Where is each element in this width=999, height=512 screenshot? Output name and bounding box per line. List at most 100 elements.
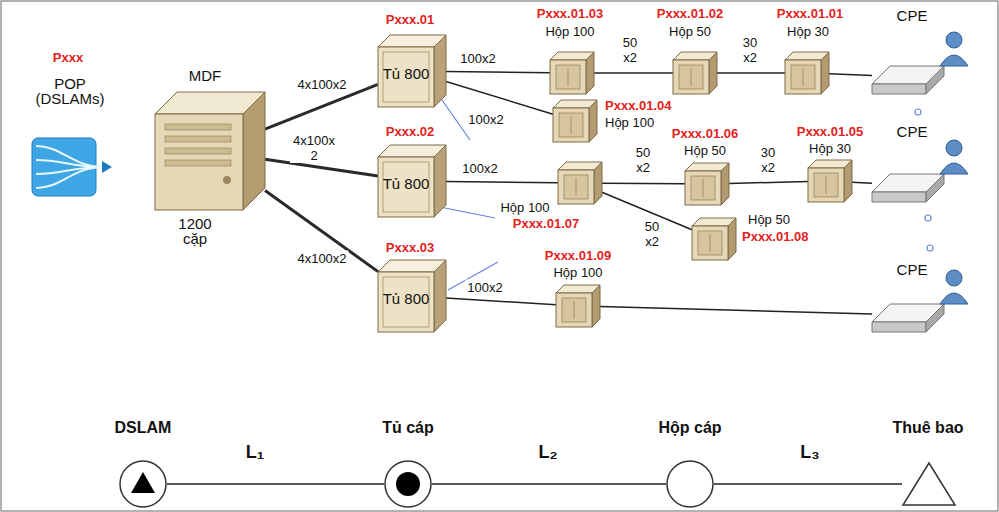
cable-line — [446, 81, 553, 114]
node-code: Pxxx.03 — [386, 240, 434, 255]
node-label: CPE — [897, 8, 928, 23]
network-node: Hộp 100Pxxx.01.07 — [558, 162, 602, 204]
cable-size: 100x2 — [458, 51, 497, 66]
guide-line — [440, 207, 495, 218]
cable-size: L₂ — [537, 442, 560, 462]
network-node: Tủ cáp — [384, 460, 432, 508]
network-node: CPE — [872, 168, 944, 202]
device-icon — [556, 285, 600, 327]
device-icon — [155, 92, 265, 210]
cable-line — [602, 182, 685, 184]
device-icon — [685, 163, 729, 205]
network-node: CPE — [872, 298, 944, 332]
node-code: Pxxx.01.09 — [545, 248, 612, 263]
network-node: Pxxx.01.06Hộp 50 — [685, 163, 729, 205]
node-label: Tủ 800 — [383, 176, 430, 191]
node-code: Pxxx — [53, 50, 83, 65]
device-icon — [872, 60, 944, 94]
device-icon — [872, 168, 944, 202]
device-icon — [32, 132, 112, 202]
network-node: DSLAM — [119, 460, 167, 508]
cable-line — [594, 72, 673, 74]
cable-line — [446, 71, 550, 72]
network-node: Pxxx.01.05Hộp 30 — [808, 160, 852, 202]
cable-line — [265, 190, 378, 271]
cable-line — [829, 74, 872, 76]
cable-size: L₁ — [244, 442, 266, 462]
network-node: Pxxx.03Tủ 800 — [378, 260, 446, 332]
network-node: Thuê bao — [902, 462, 956, 506]
cable-size: 100x2 — [460, 161, 499, 176]
node-label: Hộp 100 — [605, 115, 654, 130]
node-label: POP (DSLAMs) — [30, 76, 110, 106]
device-icon — [692, 218, 736, 260]
cable-size: 30 x2 — [755, 145, 781, 175]
device-icon — [119, 460, 167, 508]
node-label: Hộp 50 — [684, 143, 726, 158]
cable-line — [852, 182, 872, 183]
device-icon — [384, 460, 432, 508]
node-label: Hộp 30 — [787, 24, 829, 39]
node-label: Thuê bao — [892, 420, 963, 435]
cable-line — [714, 483, 902, 485]
node-code: Pxxx.01.06 — [672, 126, 739, 141]
node-label: Tủ 800 — [383, 291, 430, 306]
node-code: Pxxx.01 — [386, 12, 434, 27]
cable-size: 30 x2 — [737, 35, 763, 65]
network-node: Pxxx.01.09Hộp 100 — [556, 285, 600, 327]
device-icon — [902, 462, 956, 506]
network-node: Pxxx.01.04Hộp 100 — [553, 100, 597, 142]
network-node: Pxxx.01.02Hộp 50 — [673, 52, 717, 94]
cable-size: 4x100x2 — [295, 251, 348, 266]
network-node: Pxxx.01.01Hộp 30 — [785, 52, 829, 94]
network-node: Pxxx.02Tủ 800 — [378, 145, 446, 217]
node-code: Pxxx.01.03 — [537, 6, 604, 21]
node-label: Hộp 100 — [500, 200, 549, 215]
network-node: Hộp 50Pxxx.01.08 — [692, 218, 736, 260]
cable-line — [729, 182, 808, 184]
node-code: Pxxx.01.01 — [777, 6, 844, 21]
node-label: CPE — [897, 124, 928, 139]
device-icon — [550, 52, 594, 94]
node-code: Pxxx.02 — [386, 124, 434, 139]
cable-line — [446, 298, 556, 305]
node-code: Pxxx.01.02 — [657, 6, 724, 21]
node-code: Pxxx.01.04 — [605, 98, 672, 113]
network-node: PxxxPOP (DSLAMs) — [32, 132, 112, 202]
node-label: Tủ cáp — [382, 420, 434, 435]
cable-line — [446, 181, 558, 182]
network-node: CPE — [872, 60, 944, 94]
device-icon — [872, 298, 944, 332]
cable-line — [717, 72, 785, 74]
cable-line — [167, 483, 384, 485]
cable-size: 4x100x2 — [295, 77, 348, 92]
device-icon — [558, 162, 602, 204]
cable-size: 50 x2 — [617, 35, 643, 65]
node-label: CPE — [897, 262, 928, 277]
node-label: Hộp 50 — [669, 24, 711, 39]
node-code: Pxxx.01.07 — [513, 216, 580, 231]
node-code: Pxxx.01.05 — [797, 124, 864, 139]
node-label: MDF — [189, 68, 222, 83]
node-label: DSLAM — [115, 420, 172, 435]
cable-size: 100x2 — [465, 280, 504, 295]
device-icon — [808, 160, 852, 202]
cable-size: 4x100x 2 — [290, 133, 338, 163]
node-label: Hộp 30 — [809, 141, 851, 156]
cable-line — [432, 483, 666, 485]
node-label: Tủ 800 — [383, 66, 430, 81]
cable-size: 100x2 — [466, 112, 505, 127]
node-label: Hộp 100 — [545, 24, 594, 39]
node-label: Hộp 100 — [553, 265, 602, 280]
node-label: Hộp 50 — [748, 212, 790, 227]
network-node: Pxxx.01Tủ 800 — [378, 35, 446, 107]
cable-line — [600, 307, 872, 314]
cable-size: 50 x2 — [630, 145, 656, 175]
network-node: Pxxx.01.03Hộp 100 — [550, 52, 594, 94]
device-icon — [785, 52, 829, 94]
network-node: Hộp cáp — [666, 460, 714, 508]
cable-size: 50 x2 — [639, 219, 665, 249]
